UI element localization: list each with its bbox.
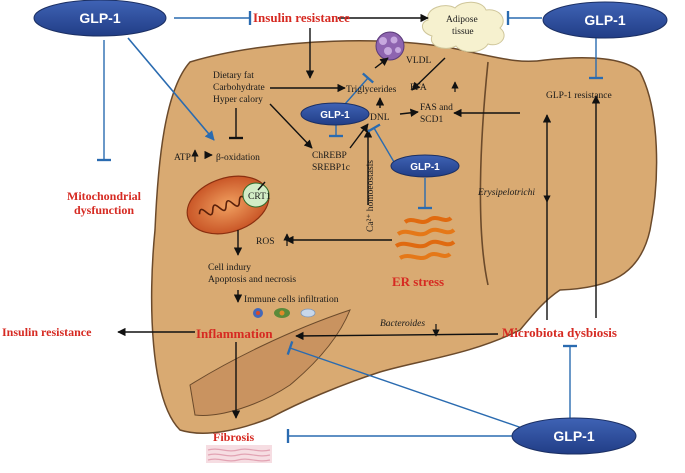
ros-label: ROS — [256, 237, 274, 247]
chrebp-label: ChREBP — [312, 151, 347, 161]
cell-injury-label-1: Cell indury — [208, 263, 251, 273]
microbiota-dysbiosis-label: Microbiota dysbiosis — [502, 325, 617, 340]
glp1-node-top-left[interactable]: GLP-1 — [33, 0, 167, 37]
glp1-label: GLP-1 — [553, 428, 594, 444]
fibrosis-label: Fibrosis — [213, 430, 254, 444]
glp1-node-left-liver[interactable]: GLP-1 — [300, 102, 370, 126]
insulin-resistance-left: Insulin resistance — [2, 325, 92, 339]
adipose-tissue-icon — [422, 1, 505, 53]
inflammation-label: Inflammation — [196, 326, 273, 341]
trend-arrows — [191, 81, 551, 337]
triglycerides-label: Triglycerides — [346, 85, 397, 95]
fas-label-2: SCD1 — [420, 115, 443, 125]
immune-cells-icon — [253, 308, 316, 318]
cell-injury-label-2: Apoptosis and necrosis — [208, 275, 296, 285]
carbohydrate-label: Carbohydrate — [213, 83, 265, 93]
adipose-label-1: Adipose — [446, 15, 478, 25]
glp1-label: GLP-1 — [584, 12, 625, 28]
glp1-label: GLP-1 — [410, 162, 440, 173]
adipose-label-2: tissue — [452, 27, 474, 37]
glp1-node-mid-liver[interactable]: GLP-1 — [390, 154, 460, 178]
atp-label: ATP — [174, 153, 191, 163]
ffa-label: FFA — [410, 83, 427, 93]
glp1-node-bottom[interactable]: GLP-1 — [511, 417, 637, 455]
ca-homeostasis-label: Ca²⁺ homoeostasis — [366, 160, 376, 232]
glp1-label: GLP-1 — [79, 10, 120, 26]
erysipelotrichi-label: Erysipelotrichi — [477, 188, 535, 198]
glp1-label: GLP-1 — [320, 110, 350, 121]
mitochondrion-icon — [186, 175, 270, 235]
bacteroides-label: Bacteroides — [380, 319, 425, 329]
glp1-activate-beta-oxidation — [127, 37, 215, 141]
fibrosis-icon — [206, 445, 272, 463]
dietary-fat-label: Dietary fat — [213, 70, 254, 81]
vldl-label: VLDL — [406, 56, 432, 66]
hyper-calory-label: Hyper calory — [213, 95, 263, 105]
activation-arrows — [117, 13, 601, 419]
beta-oxidation-label: β-oxidation — [216, 153, 260, 163]
glp1-inhibition-lines — [97, 11, 603, 443]
mitochondrial-dysfunction-line2: dysfunction — [74, 203, 134, 217]
mitochondrial-dysfunction-line1: Mitochondrial — [67, 189, 142, 203]
glp1-node-top-right[interactable]: GLP-1 — [542, 1, 668, 39]
er-stress-icon — [394, 216, 456, 260]
srebp1c-label: SREBP1c — [312, 163, 350, 173]
er-stress-label: ER stress — [392, 274, 444, 289]
dnl-label: DNL — [370, 113, 390, 123]
crt1-label: CRT1 — [248, 192, 271, 202]
immune-cells-label: Immune cells infiltration — [244, 294, 339, 305]
vldl-icon — [375, 31, 405, 61]
insulin-resistance-top: Insulin resistance — [253, 10, 350, 25]
glp1-resistance-label: GLP-1 resistance — [546, 91, 612, 101]
fas-label-1: FAS and — [420, 103, 453, 113]
